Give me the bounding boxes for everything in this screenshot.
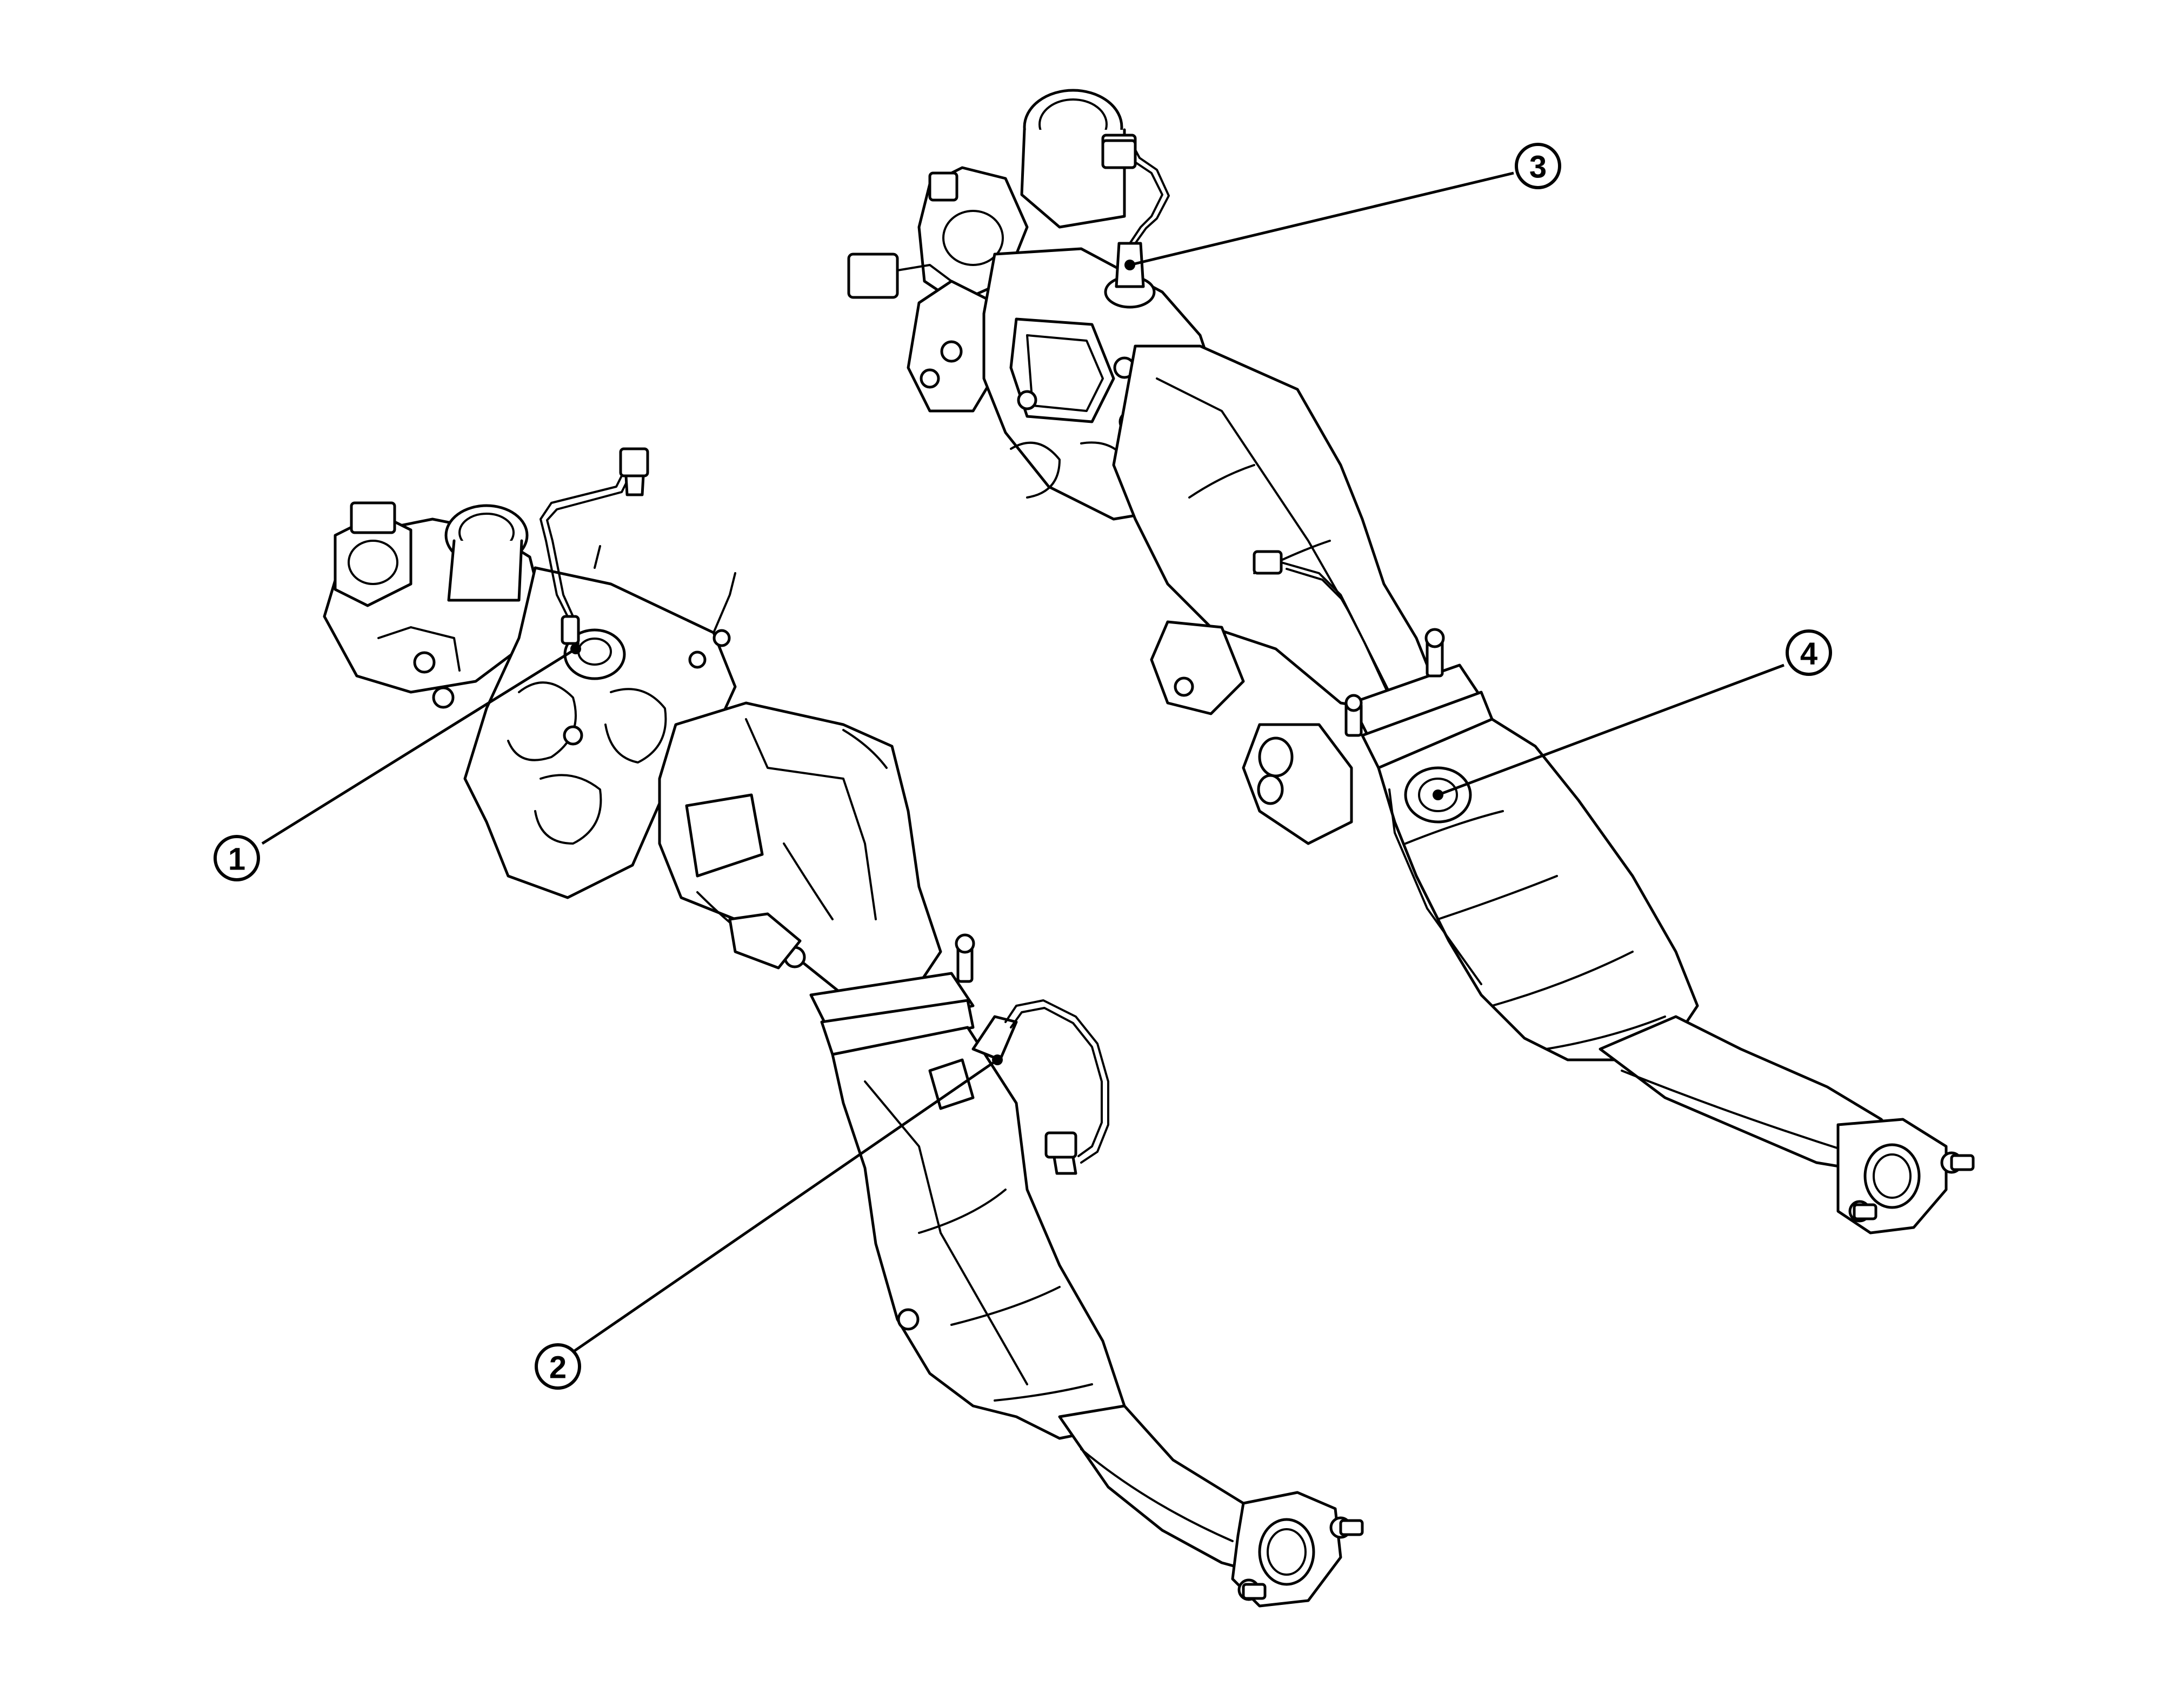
left-mid-flange — [728, 912, 975, 1056]
left-upper-o2-sensor — [540, 447, 649, 645]
callout-1: 1 — [214, 835, 260, 881]
leader-line-3 — [1129, 171, 1514, 267]
left-exhaust-assembly — [323, 447, 1364, 1608]
callout-2-label: 2 — [549, 1350, 567, 1385]
left-heat-shield — [658, 701, 942, 997]
callout-1-label: 1 — [228, 842, 245, 877]
leader-line-2 — [572, 1058, 998, 1353]
right-tailpipe — [1599, 1015, 1975, 1235]
left-lower-o2-sensor — [971, 999, 1109, 1175]
left-lower-catalyst — [831, 1026, 1126, 1440]
callout-leaders — [261, 171, 1785, 1353]
right-mid-flange — [1150, 620, 1494, 845]
right-upper-o2-sensor — [1101, 139, 1170, 309]
left-tailpipe — [1058, 1404, 1364, 1608]
callout-4-label: 4 — [1800, 636, 1817, 672]
right-exhaust-assembly — [847, 89, 1975, 1235]
leader-line-4 — [1437, 663, 1785, 797]
callout-3: 3 — [1515, 143, 1561, 189]
callout-3-label: 3 — [1529, 150, 1547, 185]
left-throttle-housing — [323, 501, 542, 709]
leader-line-1 — [261, 647, 577, 845]
callout-2: 2 — [535, 1343, 581, 1390]
left-manifold-flange — [463, 545, 737, 899]
right-lower-catalyst — [1377, 718, 1699, 1061]
callout-4: 4 — [1786, 629, 1832, 676]
